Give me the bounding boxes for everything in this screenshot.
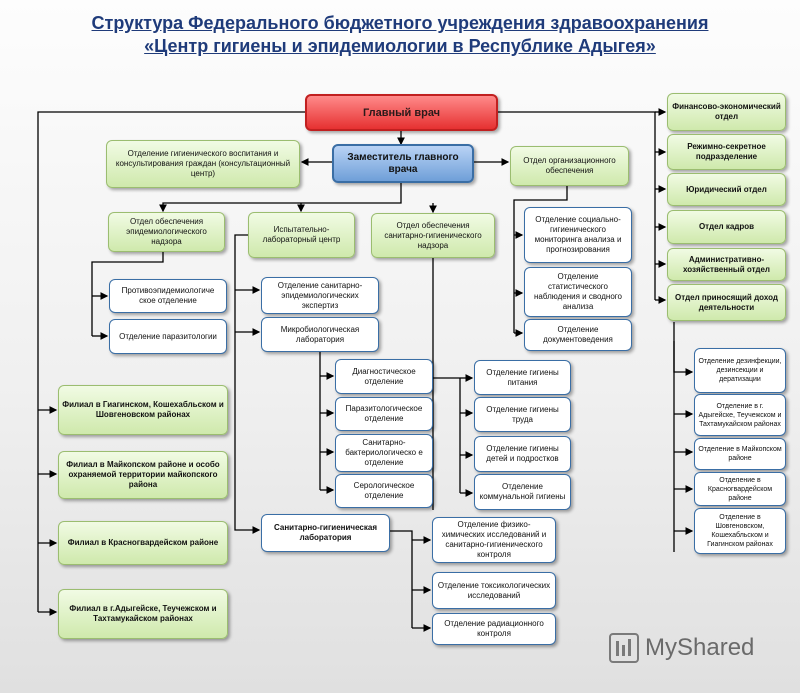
page-title: Структура Федерального бюджетного учрежд… xyxy=(20,12,780,58)
labor-hygiene-box: Отделение гигиены труда xyxy=(474,397,571,432)
hr-dept-box: Отдел кадров xyxy=(667,210,786,244)
statistics-dept-box: Отделение статистического наблюдения и с… xyxy=(524,267,632,317)
chief-doctor-box: Главный врач xyxy=(305,94,498,131)
serology-dept-box: Серологическое отделение xyxy=(335,474,433,508)
san-epid-expertise-box: Отделение санитарно-эпидемиологических э… xyxy=(261,277,379,314)
deputy-chief-box: Заместитель главного врача xyxy=(332,144,474,183)
parasitology-dept-box: Отделение паразитологии xyxy=(109,319,227,354)
sanhyg-lab-box: Санитарно-гигиеническая лаборатория xyxy=(261,514,390,552)
disinf-maikop-box: Отделение в Майкопском районе xyxy=(694,438,786,470)
title-line-2: «Центр гигиены и эпидемиологии в Республ… xyxy=(144,36,656,56)
child-hygiene-box: Отделение гигиены детей и подростков xyxy=(474,436,571,472)
parasitological-dept-box: Паразитологическое отделение xyxy=(335,397,433,431)
finance-dept-box: Финансово-экономический отдел xyxy=(667,93,786,131)
org-support-box: Отдел организационного обеспечения xyxy=(510,146,629,186)
san-bacterio-dept-box: Санитарно-бактериологическо е отделение xyxy=(335,434,433,472)
secret-dept-box: Режимно-секретное подразделение xyxy=(667,134,786,170)
disinfection-dept-box: Отделение дезинфекции, дезинсекции и дер… xyxy=(694,348,786,393)
myshared-logo-icon xyxy=(609,633,639,663)
antiepid-dept-box: Противоэпидемиологиче ское отделение xyxy=(109,279,227,313)
physchem-dept-box: Отделение физико-химических исследований… xyxy=(432,517,556,563)
diagnostic-dept-box: Диагностическое отделение xyxy=(335,359,433,394)
sanhyg-supervision-box: Отдел обеспечения санитарно-гигиеническо… xyxy=(371,213,495,258)
microbiology-lab-box: Микробиологическая лаборатория xyxy=(261,317,379,352)
epid-supervision-box: Отдел обеспечения эпидемиологического на… xyxy=(108,212,225,252)
admin-dept-box: Административно-хозяйственный отдел xyxy=(667,248,786,281)
income-dept-box: Отдел приносящий доход деятельности xyxy=(667,284,786,321)
title-line-1: Структура Федерального бюджетного учрежд… xyxy=(91,13,709,33)
radiation-control-box: Отделение радиационного контроля xyxy=(432,613,556,645)
toxicology-dept-box: Отделение токсикологических исследований xyxy=(432,572,556,609)
lab-center-box: Испытательно-лабораторный центр xyxy=(248,212,355,258)
disinf-shovgenovsky-box: Отделение в Шовгеновском, Кошехабльском … xyxy=(694,508,786,554)
filial-krasnogvardeisky-box: Филиал в Красногвардейском районе xyxy=(58,521,228,565)
legal-dept-box: Юридический отдел xyxy=(667,173,786,206)
filial-adygeisk-box: Филиал в г.Адыгейске, Теучежском и Тахта… xyxy=(58,589,228,639)
watermark-text: MyShared xyxy=(645,634,755,661)
social-monitoring-box: Отделение социально-гигиенического монит… xyxy=(524,207,632,263)
communal-hygiene-box: Отделение коммунальной гигиены xyxy=(474,474,571,510)
filial-giaginsky-box: Филиал в Гиагинском, Кошехабльском и Шов… xyxy=(58,385,228,435)
food-hygiene-box: Отделение гигиены питания xyxy=(474,360,571,395)
disinf-adygeisk-box: Отделение в г. Адыгейске, Теучежском и Т… xyxy=(694,394,786,436)
filial-maikop-box: Филиал в Майкопском районе и особо охран… xyxy=(58,451,228,499)
watermark: MyShared xyxy=(609,630,769,666)
hygiene-education-box: Отделение гигиенического воспитания и ко… xyxy=(106,140,300,188)
disinf-krasnogvardeisky-box: Отделение в Красногвардейском районе xyxy=(694,472,786,506)
documentation-dept-box: Отделение документоведения xyxy=(524,319,632,351)
